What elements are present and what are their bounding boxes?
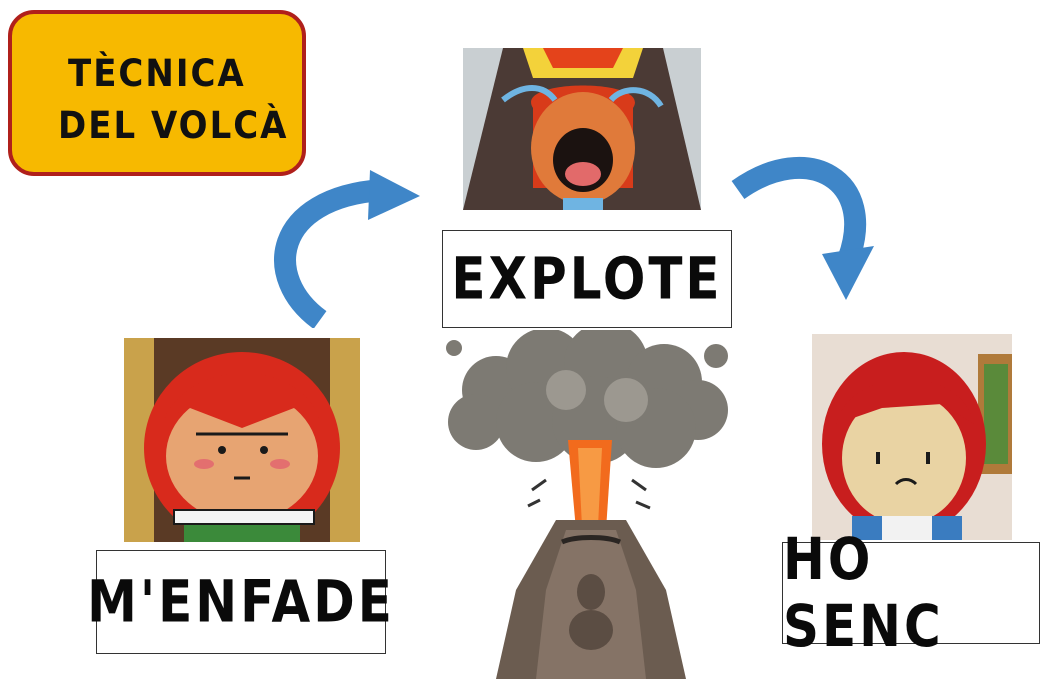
step-label-anger-text: M'ENFADE	[87, 568, 395, 636]
anger-picture	[124, 338, 360, 542]
arrow-explode-to-feel	[731, 156, 874, 300]
title-line-2: DEL VOLCÀ	[58, 104, 289, 148]
step-label-explode-text: EXPLOTE	[451, 245, 723, 313]
title-line-1: TÈCNICA	[68, 52, 246, 96]
title-box: TÈCNICA DEL VOLCÀ	[8, 10, 306, 176]
step-label-anger: M'ENFADE	[87, 550, 392, 654]
explode-picture	[463, 48, 701, 210]
feel-picture	[812, 334, 1012, 540]
step-label-feel: HO SENC	[782, 526, 1040, 660]
step-label-explode: EXPLOTE	[442, 230, 732, 328]
arrow-anger-to-explode	[274, 170, 420, 328]
volcano-illustration	[436, 330, 742, 679]
step-label-feel-text: HO SENC	[783, 526, 944, 660]
